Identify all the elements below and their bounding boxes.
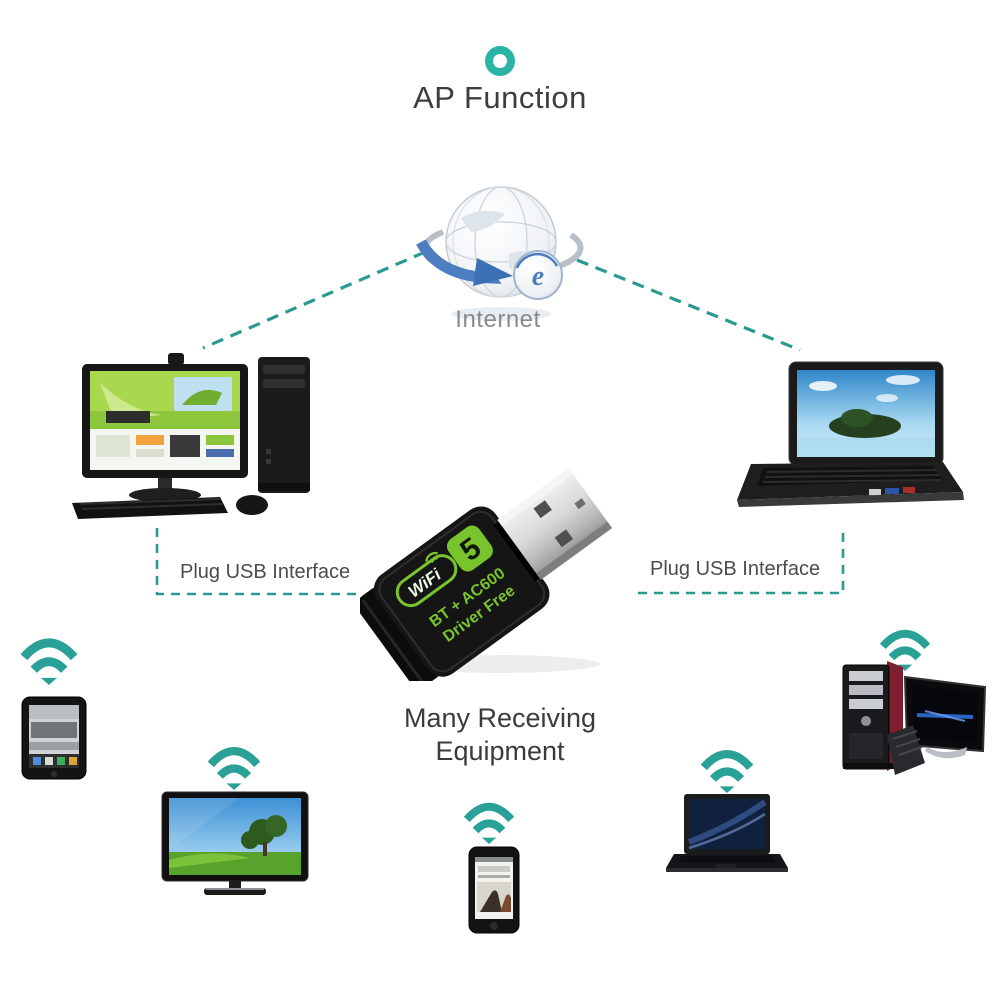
wifi-signal-icon	[16, 633, 82, 685]
smartphone-icon	[468, 846, 520, 934]
laptop-icon	[664, 792, 788, 876]
desktop-tower-icon	[825, 655, 990, 783]
usb-wifi-adapter: WiFi 5 BT + AC600 Driver Free	[360, 466, 670, 681]
wifi-signal-icon	[694, 745, 760, 793]
receiving-line2: Equipment	[435, 736, 565, 766]
plug-usb-label-right: Plug USB Interface	[650, 558, 821, 580]
svg-text:e: e	[532, 261, 544, 292]
wifi-signal-icon	[203, 742, 265, 790]
tablet-icon	[20, 696, 88, 780]
teal-ring-icon	[485, 46, 515, 76]
plug-usb-label-left: Plug USB Interface	[180, 561, 351, 583]
receiving-line1: Many Receiving	[403, 703, 597, 733]
television-icon	[160, 790, 310, 902]
desktop-computer-icon	[70, 353, 315, 521]
receiving-equipment-label: Many Receiving Equipment	[404, 702, 596, 768]
wifi-signal-icon	[460, 798, 518, 844]
laptop-computer-icon	[737, 360, 965, 510]
internet-globe-icon: e	[413, 180, 593, 330]
internet-label: Internet	[455, 306, 541, 333]
page-title: AP Function	[413, 80, 587, 115]
